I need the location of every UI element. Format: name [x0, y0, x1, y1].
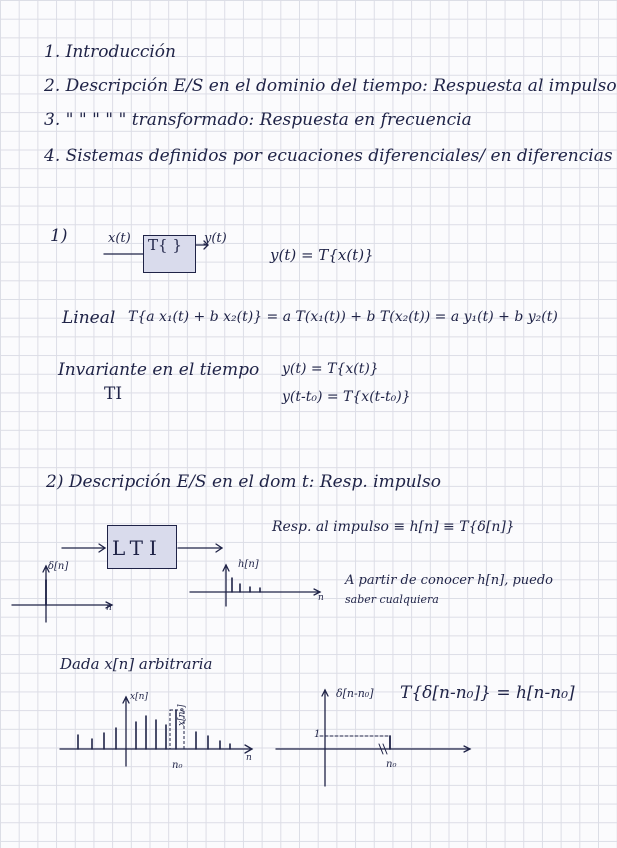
lti-block-label: LTI [112, 536, 163, 560]
note-line-1: A partir de conocer h[n], puedo [345, 573, 553, 588]
xn-label: x[n] [130, 692, 148, 702]
output-arrow-head [203, 240, 209, 250]
shifted-response-equation: T{δ[n-n₀]} = h[n-n₀] [400, 683, 575, 703]
shifted-delta-label: δ[n-n₀] [336, 687, 374, 700]
xn-axis-n: n [246, 753, 252, 763]
ti-equation-2: y(t-t₀) = T{x(t-t₀)} [282, 389, 411, 405]
axis-one-label: 1 [314, 729, 321, 740]
outline-item-1: 1. Introducción [44, 42, 176, 62]
outline-item-3: 3. " " " " " transformado: Respuesta en … [44, 110, 472, 130]
ti-equation-1: y(t) = T{x(t)} [282, 361, 379, 377]
outline-item-4: 4. Sistemas definidos por ecuaciones dif… [44, 146, 613, 166]
lti-block [107, 525, 177, 569]
output-label-yt: y(t) [204, 231, 227, 246]
n0-label: n₀ [172, 760, 183, 771]
sketch-lines [11, 240, 472, 787]
system-block-t-label: T{ } [148, 236, 182, 254]
input-label-xt: x(t) [108, 231, 131, 246]
dada-text: Dada x[n] arbitraria [60, 655, 213, 673]
delta-axis-n: n [106, 603, 112, 613]
section2-heading: 2) Descripción E/S en el dom t: Resp. im… [46, 472, 441, 492]
h-label: h[n] [238, 559, 259, 570]
delta-label: δ[n] [48, 561, 69, 572]
outline-item-2: 2. Descripción E/S en el dominio del tie… [44, 76, 617, 96]
linear-label: Lineal [62, 308, 116, 328]
ti-abbreviation: TI [104, 384, 123, 404]
shifted-n0-label: n₀ [386, 759, 397, 770]
h-axis-n: n [318, 593, 324, 603]
io-relation: y(t) = T{x(t)} [270, 246, 374, 264]
section1-number: 1) [50, 226, 68, 246]
lti-output-arrow-head [215, 543, 224, 553]
impulse-response-definition: Resp. al impulso ≡ h[n] ≡ T{δ[n]} [272, 519, 515, 535]
linearity-equation: T{a x₁(t) + b x₂(t)} = a T(x₁(t)) + b T(… [128, 309, 558, 325]
system-block-t [143, 235, 196, 273]
lti-input-arrow-head [98, 543, 107, 553]
ti-title: Invariante en el tiempo [58, 360, 260, 380]
note-line-2: saber cualquiera [345, 593, 439, 606]
